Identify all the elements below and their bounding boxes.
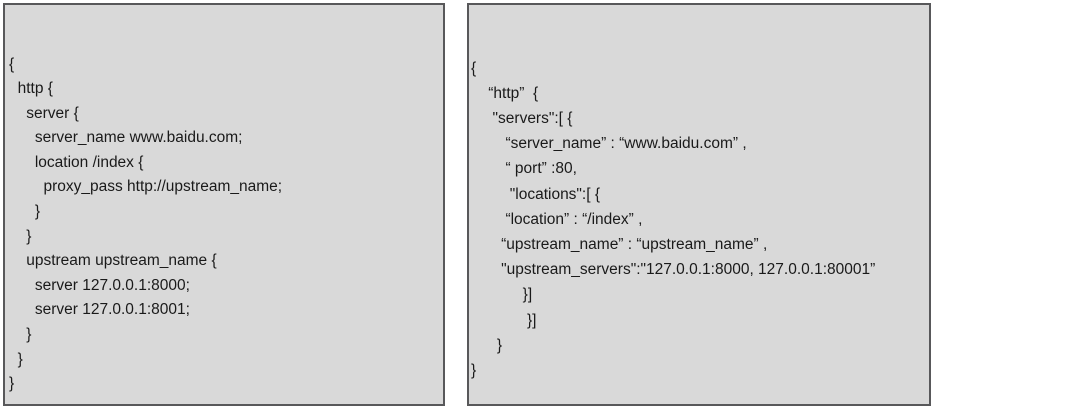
code-line: “upstream_name” : “upstream_name” ,: [471, 235, 768, 253]
json-config-panel: { “http” { "servers":[ { “server_name” :…: [467, 3, 931, 406]
code-line: }: [9, 326, 32, 344]
code-line: server 127.0.0.1:8000;: [9, 276, 190, 294]
code-line: }: [471, 361, 477, 379]
code-line: "locations":[ {: [471, 185, 601, 203]
code-line: upstream upstream_name {: [9, 252, 217, 270]
code-line: }: [9, 203, 41, 221]
code-line: “http” {: [471, 84, 539, 102]
code-line: }: [9, 375, 15, 393]
code-line: server {: [9, 104, 79, 122]
code-line: {: [471, 59, 477, 77]
nginx-config-code: { http { server { server_name www.baidu.…: [5, 53, 443, 397]
code-line: {: [9, 55, 15, 73]
code-line: “ port” :80,: [471, 160, 577, 178]
code-line: server_name www.baidu.com;: [9, 129, 243, 147]
code-line: “server_name” : “www.baidu.com” ,: [471, 135, 747, 153]
json-config-code: { “http” { "servers":[ { “server_name” :…: [469, 56, 929, 384]
code-line: location /index {: [9, 153, 144, 171]
code-line: }: [9, 350, 23, 368]
code-line: }: [9, 227, 32, 245]
code-line: http {: [9, 80, 53, 98]
code-line: "servers":[ {: [471, 109, 573, 127]
code-line: server 127.0.0.1:8001;: [9, 301, 190, 319]
code-line: }]: [471, 311, 537, 329]
code-line: “location” : “/index” ,: [471, 210, 643, 228]
code-line: }: [471, 336, 503, 354]
code-line: "upstream_servers":"127.0.0.1:8000, 127.…: [471, 261, 876, 279]
nginx-config-panel: { http { server { server_name www.baidu.…: [3, 3, 445, 406]
code-line: proxy_pass http://upstream_name;: [9, 178, 283, 196]
code-line: }]: [471, 286, 533, 304]
